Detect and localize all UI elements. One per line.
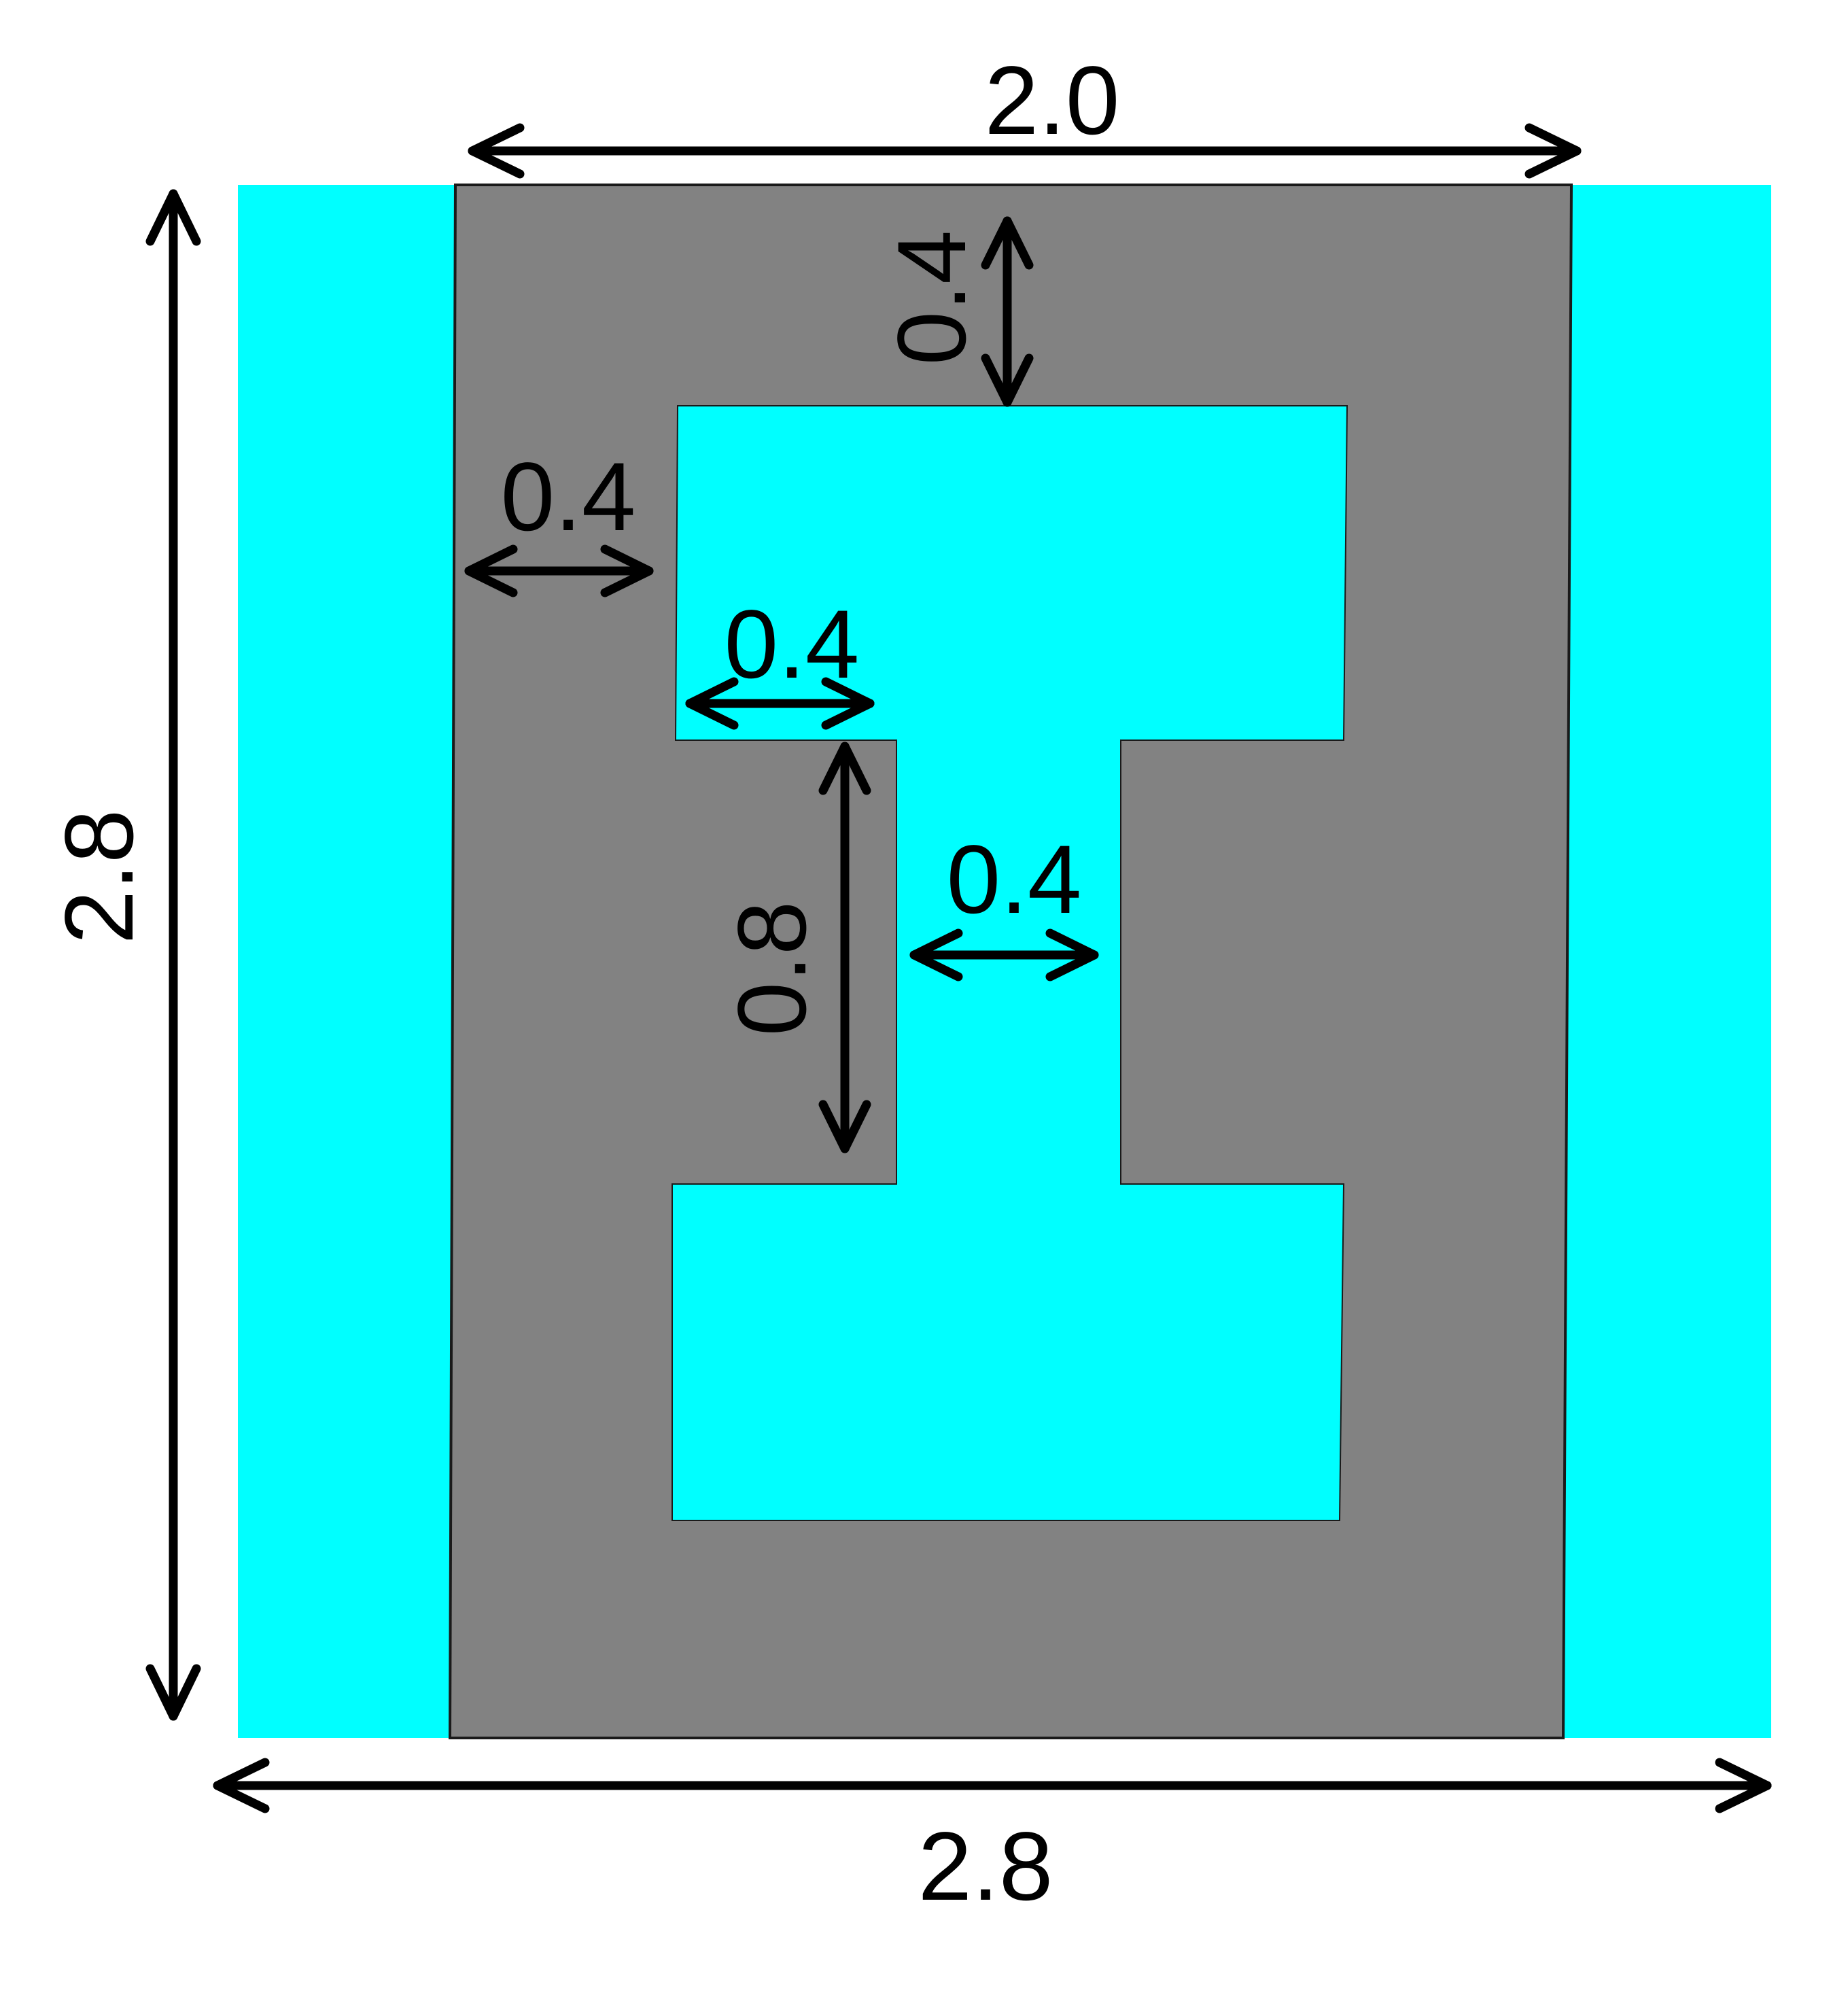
substrate-left-strip [238, 185, 462, 1738]
label-flange-overhang: 0.4 [725, 591, 860, 699]
label-web-width: 0.4 [947, 826, 1082, 934]
label-top-gap: 0.4 [878, 230, 986, 366]
label-web-height: 0.8 [718, 901, 826, 1037]
dimension-arrow-web-height [818, 742, 871, 1153]
label-side-gap: 0.4 [501, 443, 636, 551]
label-outer-width: 2.8 [918, 1813, 1053, 1921]
dimension-arrow-outer-height [145, 189, 201, 1721]
label-outer-height: 2.8 [46, 810, 154, 945]
dimension-arrow-side-gap [464, 544, 654, 597]
dimension-arrow-metal-width [468, 123, 1582, 179]
dimension-arrow-outer-width [213, 1758, 1772, 1813]
dimension-arrow-web-width [909, 928, 1099, 981]
substrate-right-strip [1563, 185, 1771, 1738]
dimension-arrow-top-gap [981, 216, 1034, 407]
label-metal-width: 2.0 [985, 47, 1120, 155]
dimension-arrow-flange-overhang [685, 677, 875, 730]
